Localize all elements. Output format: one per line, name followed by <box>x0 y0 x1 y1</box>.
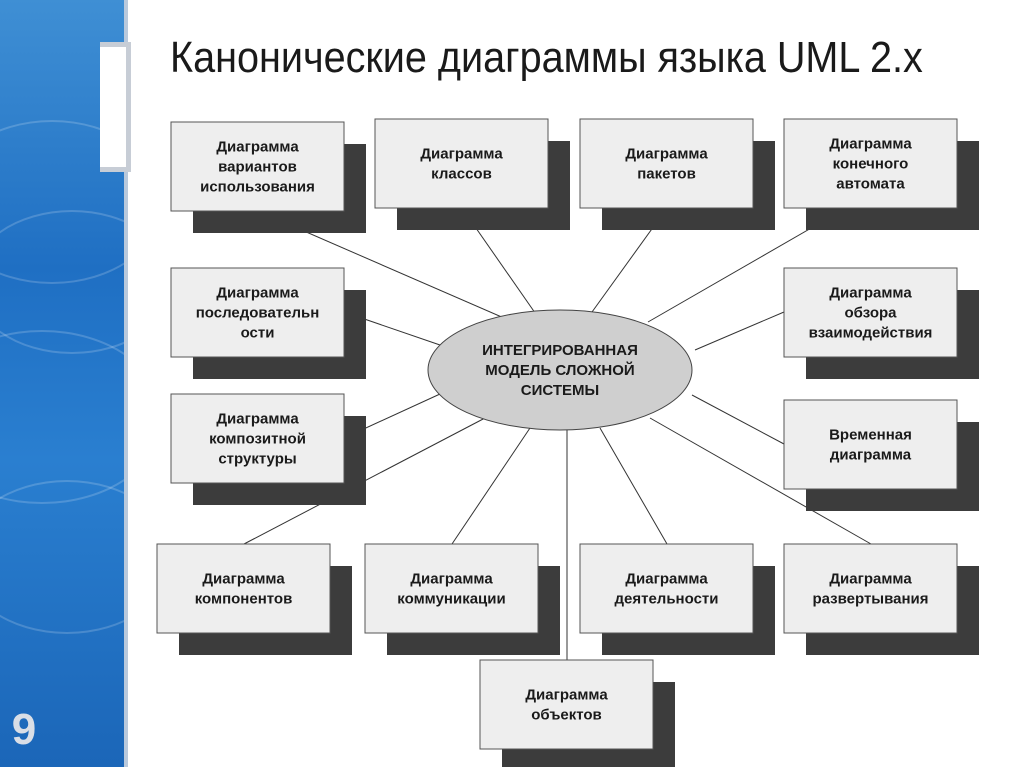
edge-communication <box>451 427 531 545</box>
node-label: Диаграмма <box>625 146 708 163</box>
node-label: композитной <box>209 431 306 448</box>
node-label: Временная <box>829 427 912 444</box>
node-label: Диаграмма <box>202 571 285 588</box>
center-label: СИСТЕМЫ <box>521 382 599 399</box>
node-label: последовательн <box>196 305 320 322</box>
node-box <box>364 543 539 634</box>
node-box <box>783 118 958 209</box>
node-box <box>374 118 549 209</box>
node-sequence: Диаграмма последовательн ости <box>170 267 366 379</box>
node-box <box>170 393 345 484</box>
node-deployment: Диаграмма развертывания <box>783 543 979 655</box>
node-label: использования <box>200 179 315 196</box>
node-label: классов <box>431 166 492 183</box>
node-use-case: Диаграмма вариантов использования <box>170 121 366 233</box>
node-component: Диаграмма компонентов <box>156 543 352 655</box>
node-label: объектов <box>531 707 602 724</box>
node-label: автомата <box>836 176 905 193</box>
node-label: развертывания <box>812 591 928 608</box>
center-ellipse <box>427 309 693 431</box>
node-label: Диаграмма <box>829 285 912 302</box>
node-label: коммуникации <box>397 591 505 608</box>
node-label: Диаграмма <box>410 571 493 588</box>
slide-title: Канонические диаграммы языка UML 2.x <box>170 33 923 82</box>
center-node: ИНТЕГРИРОВАННАЯ МОДЕЛЬ СЛОЖНОЙ СИСТЕМЫ <box>427 309 693 431</box>
node-box <box>170 121 345 212</box>
node-label: Диаграмма <box>216 411 299 428</box>
node-label: структуры <box>218 451 296 468</box>
sidebar-border <box>124 0 128 767</box>
node-box <box>156 543 331 634</box>
node-box <box>579 543 754 634</box>
center-label: ИНТЕГРИРОВАННАЯ <box>482 342 638 359</box>
node-label: Диаграмма <box>420 146 503 163</box>
node-package: Диаграмма пакетов <box>579 118 775 230</box>
title-bracket-decoration <box>100 42 131 172</box>
node-box <box>479 659 654 750</box>
edge-timing <box>691 394 785 445</box>
node-label: обзора <box>845 305 898 322</box>
node-communication: Диаграмма коммуникации <box>364 543 560 655</box>
node-label: вариантов <box>218 159 297 176</box>
node-label: пакетов <box>637 166 696 183</box>
node-label: Диаграмма <box>829 571 912 588</box>
node-label: ости <box>241 325 275 342</box>
node-label: взаимодействия <box>809 325 933 342</box>
node-composite-structure: Диаграмма композитной структуры <box>170 393 366 505</box>
node-label: Диаграмма <box>525 687 608 704</box>
node-label: Диаграмма <box>625 571 708 588</box>
slide-number: 9 <box>11 705 37 754</box>
node-label: конечного <box>833 156 909 173</box>
edge-deployment <box>649 417 872 545</box>
diagram-nodes: ДиаграммавариантовиспользованияДиаграмма… <box>156 118 979 767</box>
node-box <box>783 399 958 490</box>
node-label: Диаграмма <box>216 285 299 302</box>
node-label: деятельности <box>615 591 719 608</box>
node-box <box>783 543 958 634</box>
node-box <box>783 267 958 358</box>
node-state-machine: Диаграмма конечного автомата <box>783 118 979 230</box>
node-label: Диаграмма <box>216 139 299 156</box>
edge-activity <box>599 427 668 545</box>
node-timing: Временная диаграмма <box>783 399 979 511</box>
node-label: диаграмма <box>830 447 912 464</box>
center-label: МОДЕЛЬ СЛОЖНОЙ <box>485 361 634 379</box>
node-class: Диаграмма классов <box>374 118 570 230</box>
node-label: компонентов <box>195 591 293 608</box>
node-activity: Диаграмма деятельности <box>579 543 775 655</box>
edge-interaction-overview <box>694 311 785 351</box>
node-box <box>170 267 345 358</box>
node-object: Диаграмма объектов <box>479 659 675 767</box>
node-interaction-overview: Диаграмма обзора взаимодействия <box>783 267 979 379</box>
node-label: Диаграмма <box>829 136 912 153</box>
node-box <box>579 118 754 209</box>
